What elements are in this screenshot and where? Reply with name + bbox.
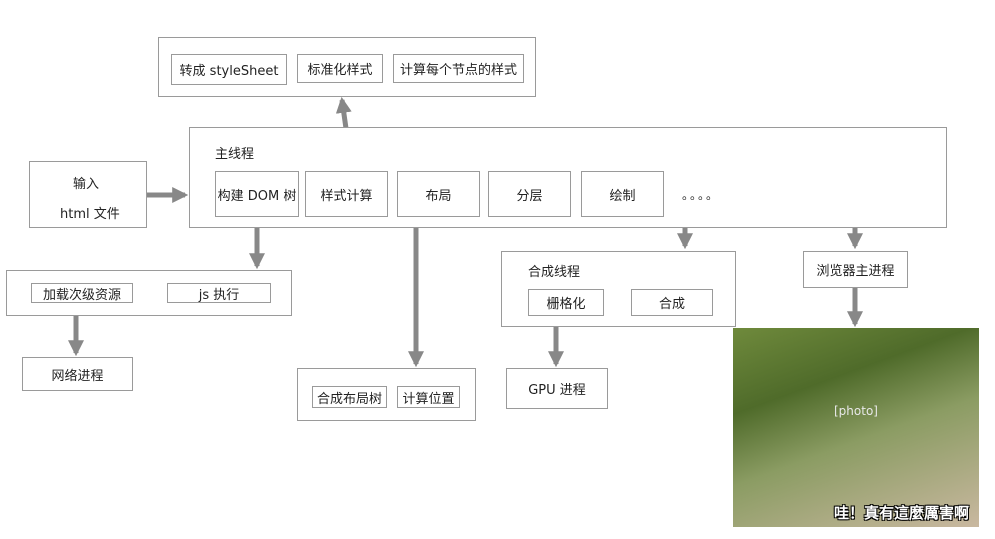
rasterize-node: 栅格化 <box>528 289 604 316</box>
style-calc-node: 样式计算 <box>305 171 388 217</box>
layout-node: 布局 <box>397 171 480 217</box>
normalize-style-node: 标准化样式 <box>297 54 383 83</box>
photo-placeholder-note: [photo] <box>834 404 878 418</box>
input-file-label: html 文件 <box>60 207 120 222</box>
input-label: 输入 <box>73 177 100 192</box>
main-thread-title: 主线程 <box>215 147 255 162</box>
paint-node: 绘制 <box>581 171 664 217</box>
compute-node-style-node: 计算每个节点的样式 <box>393 54 524 83</box>
compute-position-node: 计算位置 <box>397 386 460 408</box>
network-process-node: 网络进程 <box>22 357 133 391</box>
to-stylesheet-node: 转成 styleSheet <box>171 54 287 85</box>
gpu-process-node: GPU 进程 <box>506 368 608 409</box>
reaction-photo: [photo] 哇！真有這麼厲害啊 <box>733 328 979 527</box>
load-subresources-node: 加载次级资源 <box>31 283 133 303</box>
composite-node: 合成 <box>631 289 713 316</box>
js-execute-node: js 执行 <box>167 283 271 303</box>
browser-main-process-node: 浏览器主进程 <box>803 251 908 288</box>
compositor-title: 合成线程 <box>528 265 581 280</box>
input-html-node <box>29 161 147 228</box>
layer-node: 分层 <box>488 171 571 217</box>
build-dom-tree-node: 构建 DOM 树 <box>215 171 299 217</box>
photo-caption: 哇！真有這麼厲害啊 <box>833 504 969 522</box>
ellipsis-label: 。。。。 <box>682 188 721 202</box>
compose-layout-tree-node: 合成布局树 <box>312 386 387 408</box>
